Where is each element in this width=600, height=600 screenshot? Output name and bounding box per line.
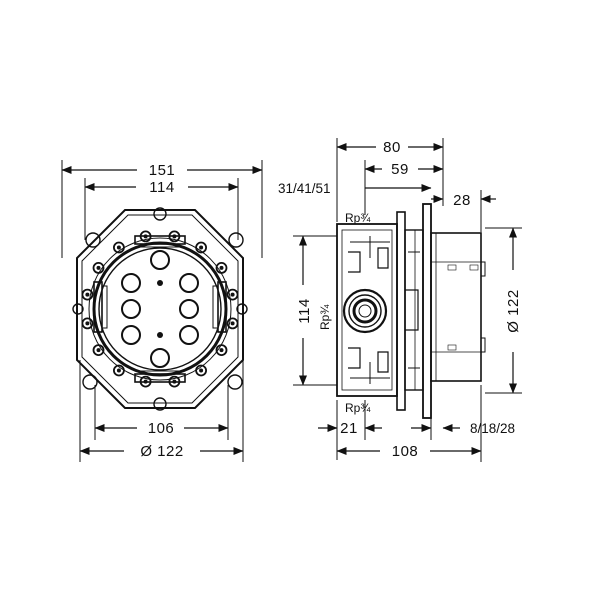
screw-icon (92, 261, 105, 274)
dim-side-31-41-51: 31/41/51 (278, 181, 432, 196)
dim-side-8-18-28: 8/18/28 (411, 418, 515, 440)
front-center-hole-bottom (157, 332, 163, 338)
dim-80-label: 80 (383, 139, 401, 156)
dim-side-80: 80 (336, 138, 444, 222)
side-housing-outline (336, 203, 486, 419)
front-screw-ring (81, 230, 239, 388)
dim-side-114: 114 (293, 235, 337, 386)
dim-diameter-122-side-label: Ø 122 (505, 289, 522, 332)
thread-label-side: Rp¾ (318, 304, 332, 330)
front-view: 151 114 106 Ø 122 (61, 160, 263, 462)
dim-side-diameter: Ø 122 (485, 227, 522, 394)
dim-21-label: 21 (340, 420, 358, 437)
dim-59-label: 59 (391, 161, 409, 178)
screw-icon (195, 241, 208, 254)
port-hole-icon (150, 250, 170, 270)
port-hole-icon (179, 325, 199, 345)
port-hole-icon (121, 273, 141, 293)
screw-icon (195, 364, 208, 377)
thread-label-bottom: Rp¾ (345, 401, 371, 415)
port-hole-icon (121, 325, 141, 345)
dim-front-106: 106 (94, 385, 229, 440)
front-center-hole-top (157, 280, 163, 286)
dim-front-114: 114 (84, 178, 239, 240)
port-hole-icon (121, 299, 141, 319)
dim-151-label: 151 (149, 162, 176, 179)
dim-114-side-label: 114 (296, 298, 313, 323)
screw-icon (226, 317, 239, 330)
screw-icon (81, 288, 94, 301)
dim-front-diameter: Ø 122 (79, 360, 244, 462)
dim-108-label: 108 (392, 443, 419, 460)
screw-icon (92, 344, 105, 357)
screw-icon (215, 344, 228, 357)
port-hole-icon (179, 273, 199, 293)
screw-icon (215, 261, 228, 274)
front-housing-outline (72, 207, 248, 411)
dim-106-label: 106 (148, 420, 175, 437)
screw-icon (139, 375, 152, 388)
screw-icon (139, 230, 152, 243)
side-view: Rp¾ Rp¾ Rp¾ 80 59 31/41/51 28 (278, 138, 522, 462)
dim-114-label: 114 (149, 179, 174, 196)
screw-icon (168, 375, 181, 388)
dim-8-18-28-label: 8/18/28 (470, 421, 515, 436)
front-port-holes (121, 250, 199, 368)
dim-31-41-51-label: 31/41/51 (278, 181, 331, 196)
screw-icon (113, 364, 125, 377)
screw-icon (81, 317, 94, 330)
port-hole-icon (179, 299, 199, 319)
dim-diameter-122-front-label: Ø 122 (140, 443, 183, 460)
dim-side-108: 108 (336, 385, 482, 462)
screw-icon (113, 241, 125, 254)
screw-icon (168, 230, 181, 243)
dim-28-label: 28 (453, 192, 471, 209)
port-hole-icon (150, 348, 170, 368)
thread-label-top: Rp¾ (345, 211, 371, 225)
screw-icon (226, 288, 239, 301)
dim-front-151: 151 (61, 160, 263, 258)
dim-side-28: 28 (431, 190, 496, 232)
